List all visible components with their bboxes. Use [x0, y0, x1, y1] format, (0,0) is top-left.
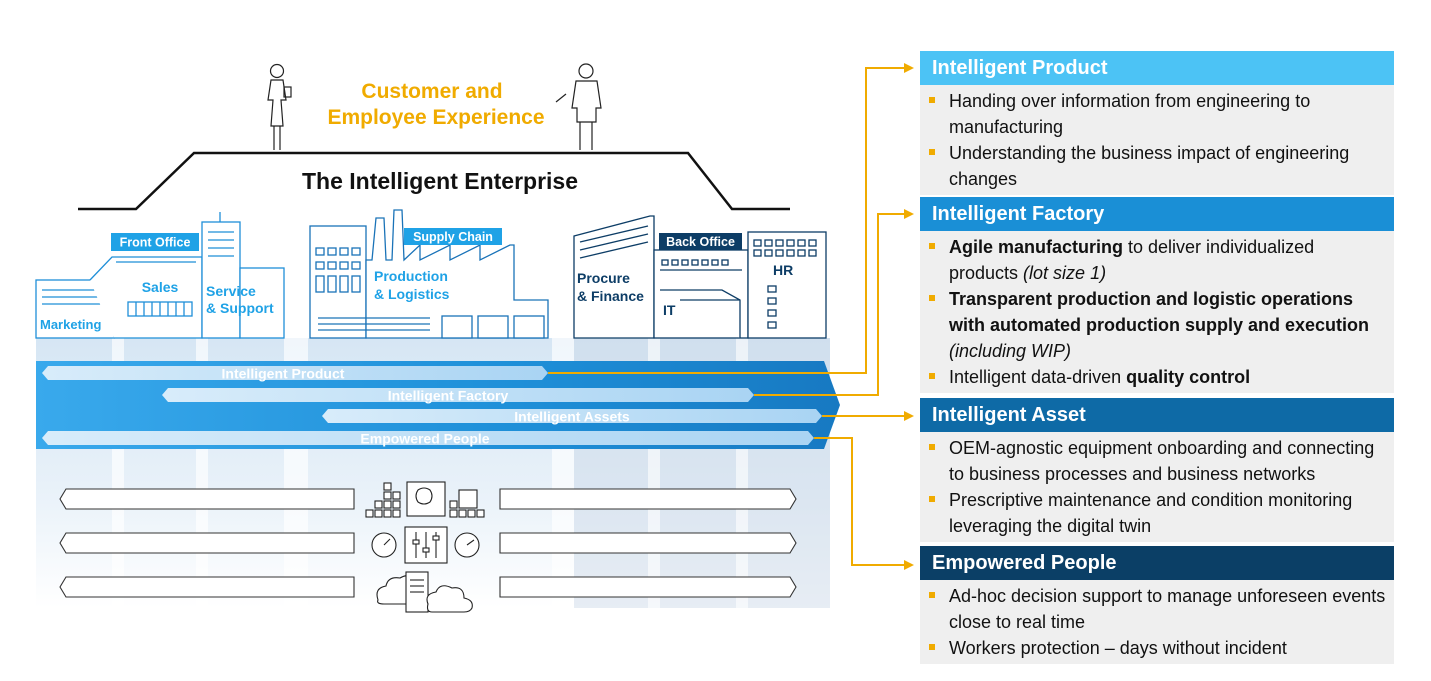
- bullet-text: Handing over information from engineerin…: [949, 91, 1311, 137]
- bullet-text: Intelligent data-driven: [949, 367, 1127, 387]
- procure-label-line1: Procure: [577, 270, 630, 286]
- enterprise-title: The Intelligent Enterprise: [302, 168, 578, 194]
- band-label-factory: Intelligent Factory: [388, 388, 509, 404]
- headline-line2: Employee Experience: [327, 106, 544, 129]
- service-label-line2: & Support: [206, 300, 274, 316]
- bullet-item: Ad-hoc decision support to manage unfore…: [928, 583, 1388, 635]
- connector-factory: [754, 213, 904, 396]
- hr-label: HR: [773, 262, 793, 278]
- bullet-item: Intelligent data-driven quality control: [928, 364, 1388, 390]
- headline-line1: Customer and: [361, 80, 502, 103]
- enterprise-roof-outline: [78, 151, 790, 211]
- bullet-italic-text: (lot size 1): [1023, 263, 1107, 283]
- bullet-bold-text: Agile manufacturing: [949, 237, 1124, 257]
- connector-arrowheads: [904, 63, 914, 570]
- band-label-product: Intelligent Product: [222, 366, 345, 382]
- service-label-line1: Service: [206, 283, 256, 299]
- employee-person-icon: [555, 63, 602, 150]
- panel-body: OEM-agnostic equipment onboarding and co…: [920, 432, 1394, 542]
- bullet-item: Transparent production and logistic oper…: [928, 286, 1388, 364]
- panel-title: Empowered People: [920, 546, 1394, 580]
- panel-title: Intelligent Factory: [920, 197, 1394, 231]
- lane-right-1: [499, 488, 797, 510]
- panel-title: Intelligent Product: [920, 51, 1394, 85]
- bullet-text: to deliver individualized products: [949, 237, 1315, 283]
- band-pill-factory: Intelligent Factory: [162, 388, 754, 404]
- bullet-bold-text: quality control: [1126, 367, 1251, 387]
- connector-product: [548, 67, 904, 374]
- bullet-item: Workers protection – days without incide…: [928, 635, 1388, 661]
- panel-body: Ad-hoc decision support to manage unfore…: [920, 580, 1394, 664]
- lane-left-3: [59, 576, 355, 598]
- procure-label-line2: & Finance: [577, 288, 644, 304]
- marketing-label: Marketing: [40, 317, 101, 332]
- band-pill-product: Intelligent Product: [42, 366, 548, 382]
- capability-band: [36, 361, 840, 449]
- bullet-text: Ad-hoc decision support to manage unfore…: [949, 586, 1386, 632]
- band-pill-assets: Intelligent Assets: [322, 409, 822, 425]
- back-office-label-text: Back Office: [666, 235, 735, 249]
- customer-person-icon: [267, 63, 292, 150]
- lane-left-2: [59, 532, 355, 554]
- back-office-buildings: [573, 215, 827, 339]
- connector-people: [814, 437, 904, 566]
- bullet-text: Understanding the business impact of eng…: [949, 143, 1350, 189]
- production-label-line1: Production: [374, 268, 448, 284]
- front-office-label: Front Office: [111, 233, 199, 251]
- sales-label: Sales: [142, 279, 179, 295]
- band-label-assets: Intelligent Assets: [514, 409, 630, 425]
- bullet-list: Handing over information from engineerin…: [928, 88, 1388, 192]
- bullet-bold-text: Transparent production and logistic oper…: [949, 289, 1370, 335]
- panel-intelligent-product: Intelligent Product Handing over informa…: [920, 51, 1394, 195]
- panel-body: Handing over information from engineerin…: [920, 85, 1394, 195]
- bullet-item: OEM-agnostic equipment onboarding and co…: [928, 435, 1388, 487]
- lane-left-1: [59, 488, 355, 510]
- bullet-item: Handing over information from engineerin…: [928, 88, 1388, 140]
- back-office-label: Back Office: [659, 233, 742, 250]
- bullet-item: Agile manufacturing to deliver individua…: [928, 234, 1388, 286]
- supply-chain-label-text: Supply Chain: [413, 230, 493, 244]
- bullet-list: Agile manufacturing to deliver individua…: [928, 234, 1388, 390]
- production-label-line2: & Logistics: [374, 286, 450, 302]
- data-analytics-icon: [365, 481, 485, 518]
- front-office-buildings: [35, 212, 285, 339]
- lane-right-3: [499, 576, 797, 598]
- bullet-text: OEM-agnostic equipment onboarding and co…: [949, 438, 1375, 484]
- it-label: IT: [663, 302, 676, 318]
- cloud-icon: [376, 571, 473, 613]
- supply-chain-buildings: [309, 209, 549, 339]
- panel-empowered-people: Empowered People Ad-hoc decision support…: [920, 546, 1394, 664]
- platform-lanes: [59, 488, 797, 598]
- connector-arrows: [548, 67, 904, 566]
- band-pill-people: Empowered People: [42, 431, 814, 447]
- lane-right-2: [499, 532, 797, 554]
- panel-intelligent-asset: Intelligent Asset OEM-agnostic equipment…: [920, 398, 1394, 542]
- panel-title: Intelligent Asset: [920, 398, 1394, 432]
- controls-icon: [371, 526, 480, 564]
- bullet-list: Ad-hoc decision support to manage unfore…: [928, 583, 1388, 661]
- bullet-text: Workers protection – days without incide…: [949, 638, 1287, 658]
- bullet-list: OEM-agnostic equipment onboarding and co…: [928, 435, 1388, 539]
- band-label-people: Empowered People: [360, 431, 489, 447]
- bullet-item: Prescriptive maintenance and condition m…: [928, 487, 1388, 539]
- panel-intelligent-factory: Intelligent Factory Agile manufacturing …: [920, 197, 1394, 393]
- bullet-item: Understanding the business impact of eng…: [928, 140, 1388, 192]
- front-office-label-text: Front Office: [120, 236, 191, 250]
- panel-body: Agile manufacturing to deliver individua…: [920, 231, 1394, 393]
- bullet-text: Prescriptive maintenance and condition m…: [949, 490, 1353, 536]
- supply-chain-label: Supply Chain: [404, 228, 502, 245]
- bullet-italic-text: (including WIP): [949, 341, 1072, 361]
